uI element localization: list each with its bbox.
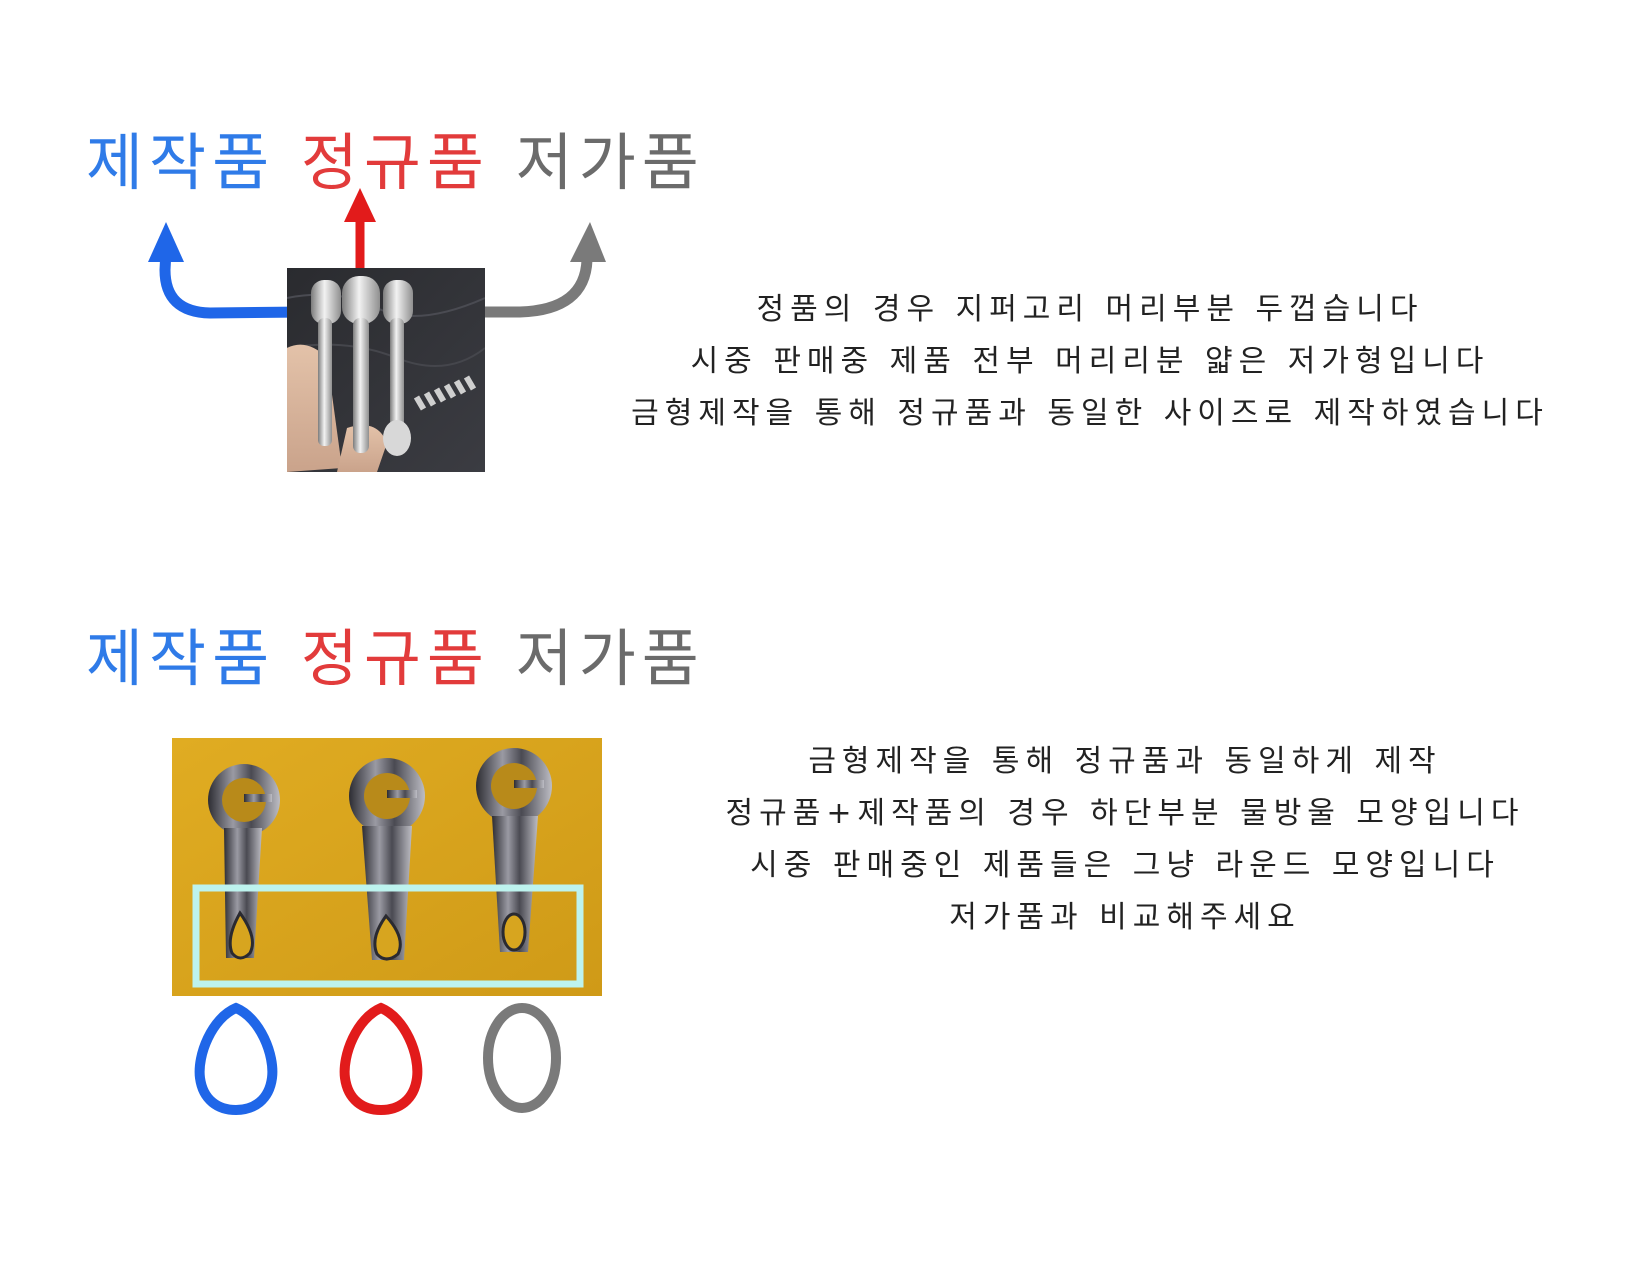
label-manufactured: 제작품 xyxy=(86,126,276,199)
pull-cheap xyxy=(476,748,552,952)
gray-arrow-icon xyxy=(394,222,606,318)
section2-description: 금형제작을 통해 정규품과 동일하게 제작 정규품+제작품의 경우 하단부분 물… xyxy=(640,736,1610,944)
blue-arrow-icon xyxy=(148,222,311,319)
zipper-pulls-felt-photo xyxy=(172,738,602,996)
pull-manufactured xyxy=(208,764,280,960)
description-line: 금형제작을 통해 정규품과 동일하게 제작 xyxy=(808,744,1442,779)
drop-shape-red-icon xyxy=(339,1002,423,1116)
red-arrow-icon xyxy=(344,188,376,280)
description-line: 저가품과 비교해주세요 xyxy=(949,900,1301,935)
drop-shape-blue-icon xyxy=(194,1002,278,1116)
description-line: 시중 판매중 제품 전부 머리리분 얇은 저가형입니다 xyxy=(690,344,1490,379)
description-line: 정규품+제작품의 경우 하단부분 물방울 모양입니다 xyxy=(725,796,1525,831)
description-line: 정품의 경우 지퍼고리 머리부분 두껍습니다 xyxy=(756,292,1424,327)
highlight-box xyxy=(192,884,584,988)
hole-shape-outlines xyxy=(194,1002,561,1116)
label-genuine: 정규품 xyxy=(300,126,490,199)
label-manufactured: 제작품 xyxy=(86,622,276,695)
label-cheap: 저가품 xyxy=(515,126,705,199)
label-genuine: 정규품 xyxy=(300,622,490,695)
pull-genuine xyxy=(349,758,425,961)
section2-heading: 제작품 정규품 저가품 xyxy=(86,628,705,690)
label-cheap: 저가품 xyxy=(515,622,705,695)
section1-heading: 제작품 정규품 저가품 xyxy=(86,132,705,194)
description-line: 금형제작을 통해 정규품과 동일한 사이즈로 제작하였습니다 xyxy=(631,396,1549,431)
description-line: 시중 판매중인 제품들은 그냥 라운드 모양입니다 xyxy=(750,848,1500,883)
section1-description: 정품의 경우 지퍼고리 머리부분 두껍습니다 시중 판매중 제품 전부 머리리분… xyxy=(580,284,1600,440)
zipper-pulls-photo xyxy=(287,268,485,472)
round-shape-gray-icon xyxy=(483,1003,561,1113)
